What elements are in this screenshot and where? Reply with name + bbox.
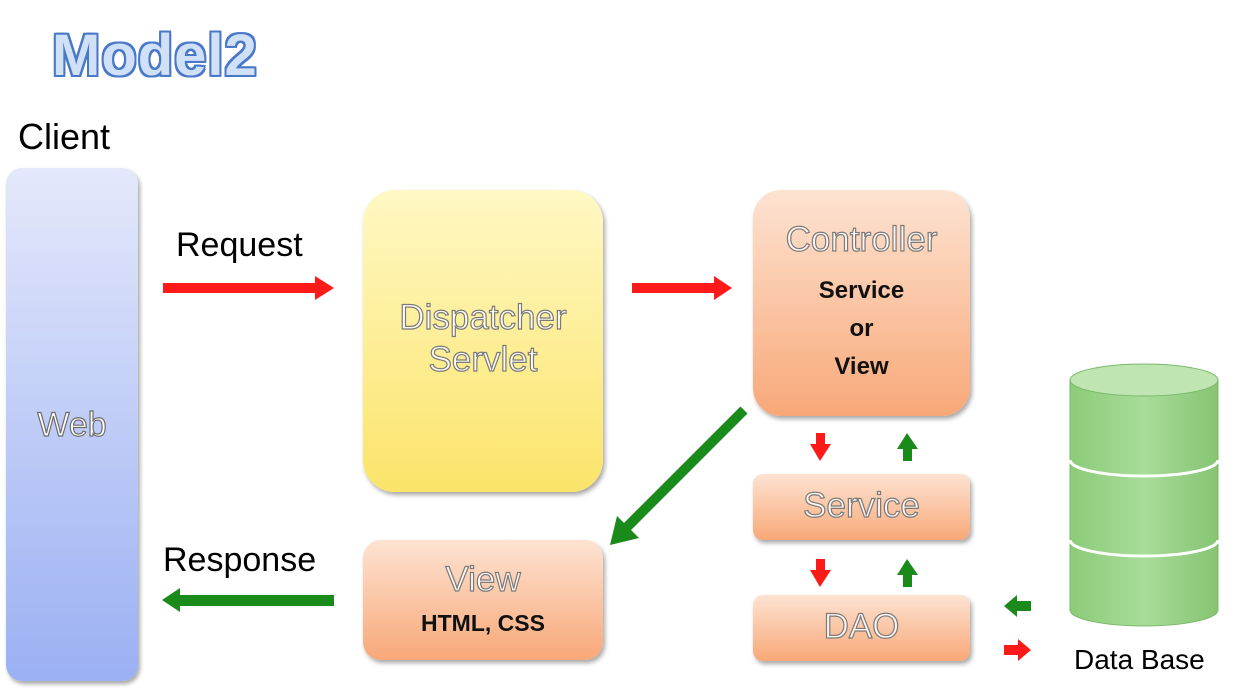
controller-box: Controller Service or View — [753, 190, 970, 416]
web-client-box: Web — [6, 168, 138, 681]
view-subtitle: HTML, CSS — [421, 610, 545, 636]
database-icon — [1068, 363, 1220, 627]
controller-to-service-arrow-icon — [810, 433, 831, 461]
dao-to-service-arrow-icon — [897, 559, 918, 587]
controller-to-view-arrow-icon — [610, 406, 748, 545]
dao-box: DAO — [753, 595, 970, 661]
response-label: Response — [163, 541, 317, 579]
controller-line1: Service — [818, 277, 905, 304]
dispatcher-servlet-box: Dispatcher Servlet — [363, 190, 603, 492]
dao-to-database-arrow-icon — [1004, 639, 1031, 661]
request-label: Request — [176, 226, 303, 264]
response-arrow-icon — [162, 588, 334, 612]
dao-label: DAO — [823, 606, 900, 646]
database-to-dao-arrow-icon — [1004, 595, 1031, 617]
view-box: View HTML, CSS — [363, 540, 603, 660]
controller-title: Controller — [785, 219, 938, 259]
view-title: View — [445, 559, 521, 599]
web-label: Web — [37, 405, 107, 444]
database-label: Data Base — [1074, 644, 1205, 675]
controller-line3: View — [834, 353, 889, 380]
dispatcher-line2: Servlet — [428, 339, 538, 379]
service-label: Service — [803, 485, 921, 525]
controller-line2: or — [849, 315, 874, 342]
request-arrow-icon — [163, 276, 334, 300]
client-label: Client — [18, 116, 111, 157]
diagram-title: Model2 — [52, 23, 258, 88]
service-box: Service — [753, 474, 970, 540]
dispatcher-line1: Dispatcher — [399, 297, 567, 337]
service-to-controller-arrow-icon — [897, 433, 918, 461]
dispatcher-to-controller-arrow-icon — [632, 276, 732, 300]
service-to-dao-arrow-icon — [810, 559, 831, 587]
